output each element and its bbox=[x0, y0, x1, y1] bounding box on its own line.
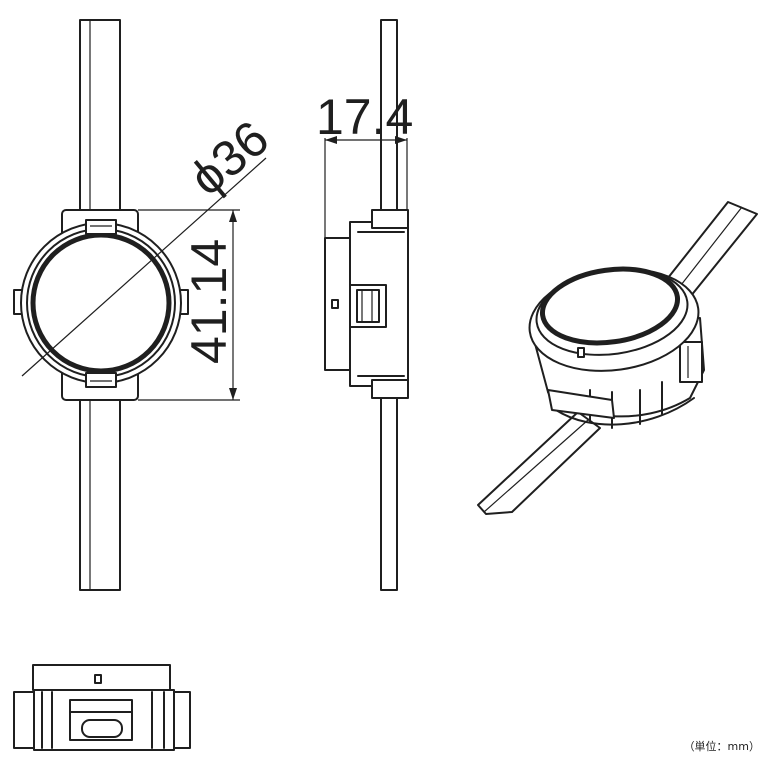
perspective-view bbox=[477, 201, 758, 515]
side-view bbox=[324, 19, 409, 591]
unit-note: （単位：mm） bbox=[684, 739, 760, 753]
bottom-view bbox=[13, 664, 191, 751]
front-view bbox=[13, 19, 267, 591]
diameter-label: ϕ36 bbox=[179, 110, 279, 207]
depth-label: 17.4 bbox=[316, 89, 413, 145]
perspective-lens bbox=[539, 266, 681, 346]
front-top-clip bbox=[85, 219, 117, 235]
front-cable-bottom bbox=[79, 384, 121, 591]
front-cable-top bbox=[79, 19, 121, 221]
front-lens bbox=[30, 232, 172, 374]
front-bottom-clip bbox=[85, 372, 117, 388]
height-label: 41.14 bbox=[181, 239, 237, 364]
perspective-clip bbox=[547, 389, 615, 419]
perspective-connector bbox=[679, 341, 703, 383]
diameter-leader-line bbox=[21, 157, 267, 377]
